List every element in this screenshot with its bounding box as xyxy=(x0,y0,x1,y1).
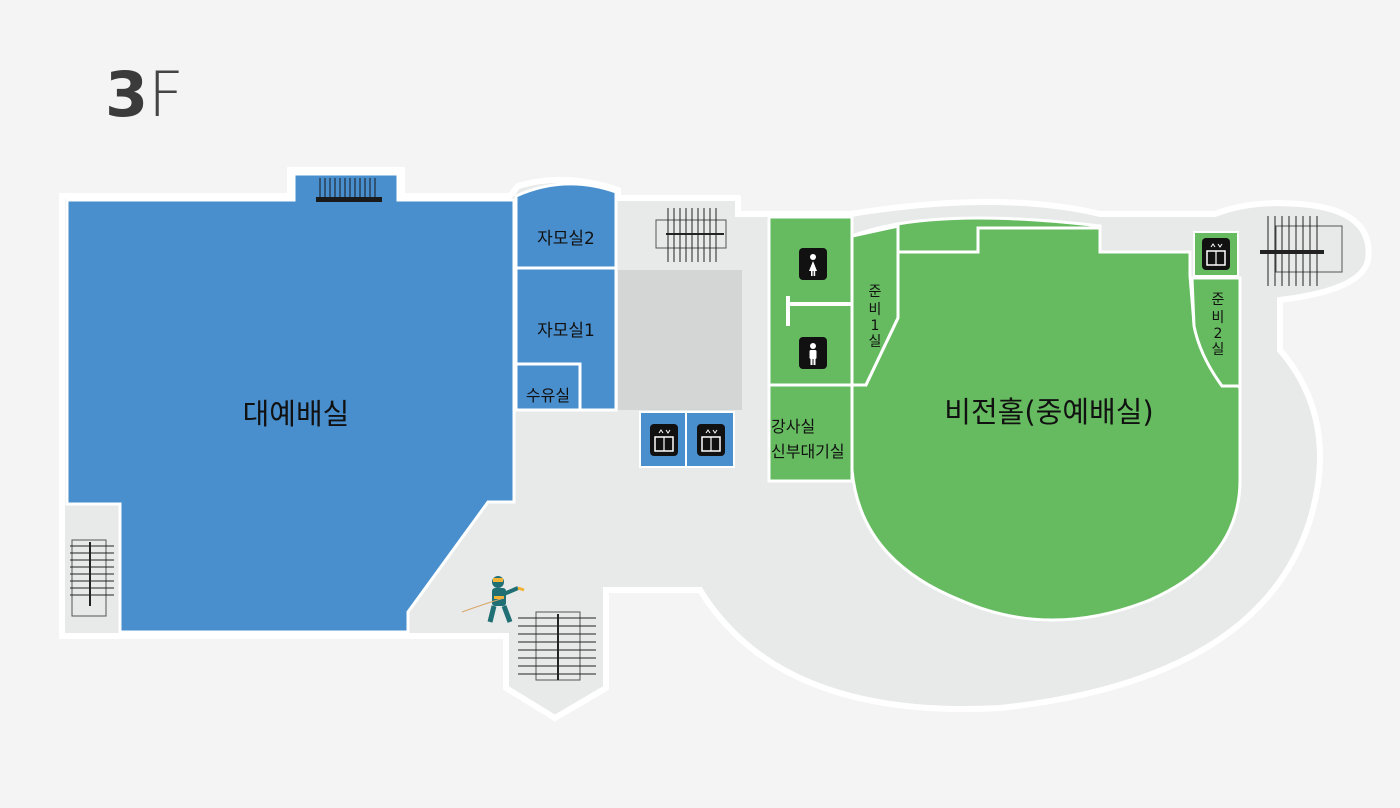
main-hall-room[interactable] xyxy=(65,172,516,634)
prep-room-2[interactable] xyxy=(1190,276,1242,388)
prep-room-1-label-char: 비 xyxy=(869,302,882,318)
mother-room-2[interactable] xyxy=(514,182,618,270)
restroom-divider-cap xyxy=(786,296,790,326)
lecture-room-label-line1: 강사실 xyxy=(771,417,815,436)
vision-hall-top-arc xyxy=(851,216,1102,254)
vision-hall-label: 비전홀(중예배실) xyxy=(944,395,1153,429)
male-restroom-icon xyxy=(799,337,827,369)
female-restroom-icon xyxy=(799,248,827,280)
elevator-icon xyxy=(1202,238,1230,270)
prep-room-1-label-char: 준 xyxy=(869,284,882,300)
elevator-icon xyxy=(650,424,678,456)
nursing-room-label: 수유실 xyxy=(526,386,570,405)
prep-room-2-label-char: 실 xyxy=(1212,342,1225,358)
core-area xyxy=(618,270,742,410)
main-hall-stage-lines xyxy=(319,178,376,197)
prep-room-2-label-char: 2 xyxy=(1214,326,1223,342)
mother-room-2-label: 자모실2 xyxy=(537,229,595,249)
stairs-icon xyxy=(1260,216,1343,286)
floor-title: 3F xyxy=(105,64,184,126)
floor-unit: F xyxy=(148,58,184,131)
lecture-room[interactable] xyxy=(767,383,854,483)
elevator-icon xyxy=(697,424,725,456)
prep-room-2-label-char: 준 xyxy=(1212,292,1225,308)
fire-extinguisher-person-icon xyxy=(461,576,525,623)
prep-room-1-label-char: 1 xyxy=(871,318,880,334)
stairs-icon xyxy=(518,611,596,681)
floor-number: 3 xyxy=(105,58,149,131)
main-hall-label: 대예배실 xyxy=(243,397,350,431)
prep-room-2-label-char: 비 xyxy=(1212,310,1225,326)
mother-room-1-label: 자모실1 xyxy=(537,321,595,341)
nursing-room[interactable] xyxy=(514,362,582,412)
prep-room-1-label-char: 실 xyxy=(869,334,882,350)
lecture-room-label-line2: 신부대기실 xyxy=(771,442,845,461)
restroom-divider xyxy=(788,302,852,306)
main-hall-entrance-mark xyxy=(316,197,382,202)
stairs-icon xyxy=(655,208,727,262)
stairs-icon xyxy=(70,539,114,617)
